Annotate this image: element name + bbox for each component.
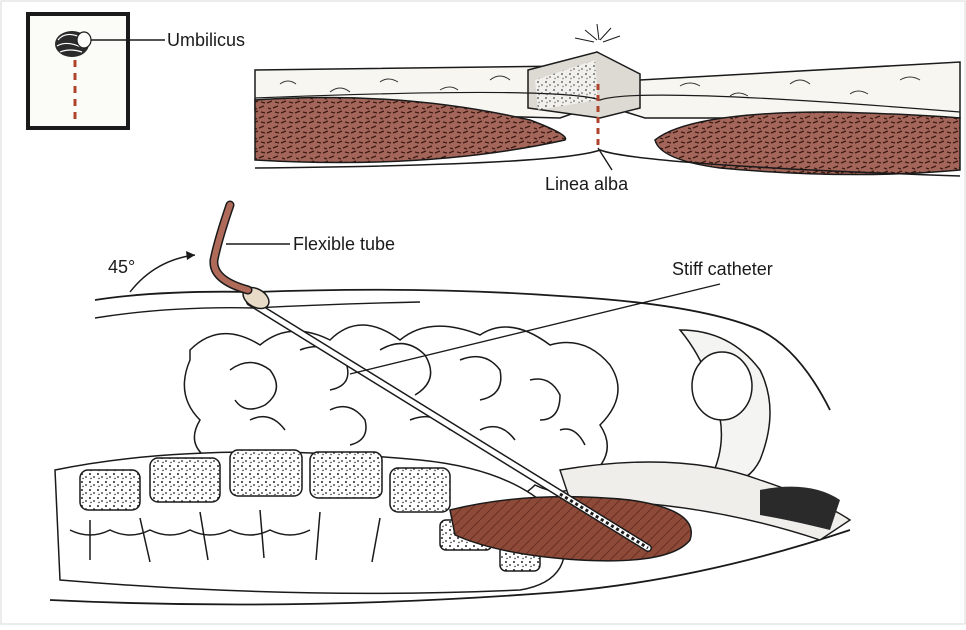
abdominal-wall-section: Linea alba [255,24,960,194]
incision-tuft [575,24,620,42]
sagittal-section: Flexible tube Stiff catheter 45° [50,205,850,605]
right-rectus-muscle [655,112,960,175]
umbilicus-inset: Umbilicus [28,14,245,128]
linea-alba-label: Linea alba [545,174,629,194]
inset-frame [28,14,128,128]
angle-arc [130,255,195,292]
stiff-catheter-label: Stiff catheter [672,259,773,279]
angle-label: 45° [108,257,135,277]
flexible-tube-label: Flexible tube [293,234,395,254]
flexible-tube [214,205,248,290]
umbilicus-label: Umbilicus [167,30,245,50]
